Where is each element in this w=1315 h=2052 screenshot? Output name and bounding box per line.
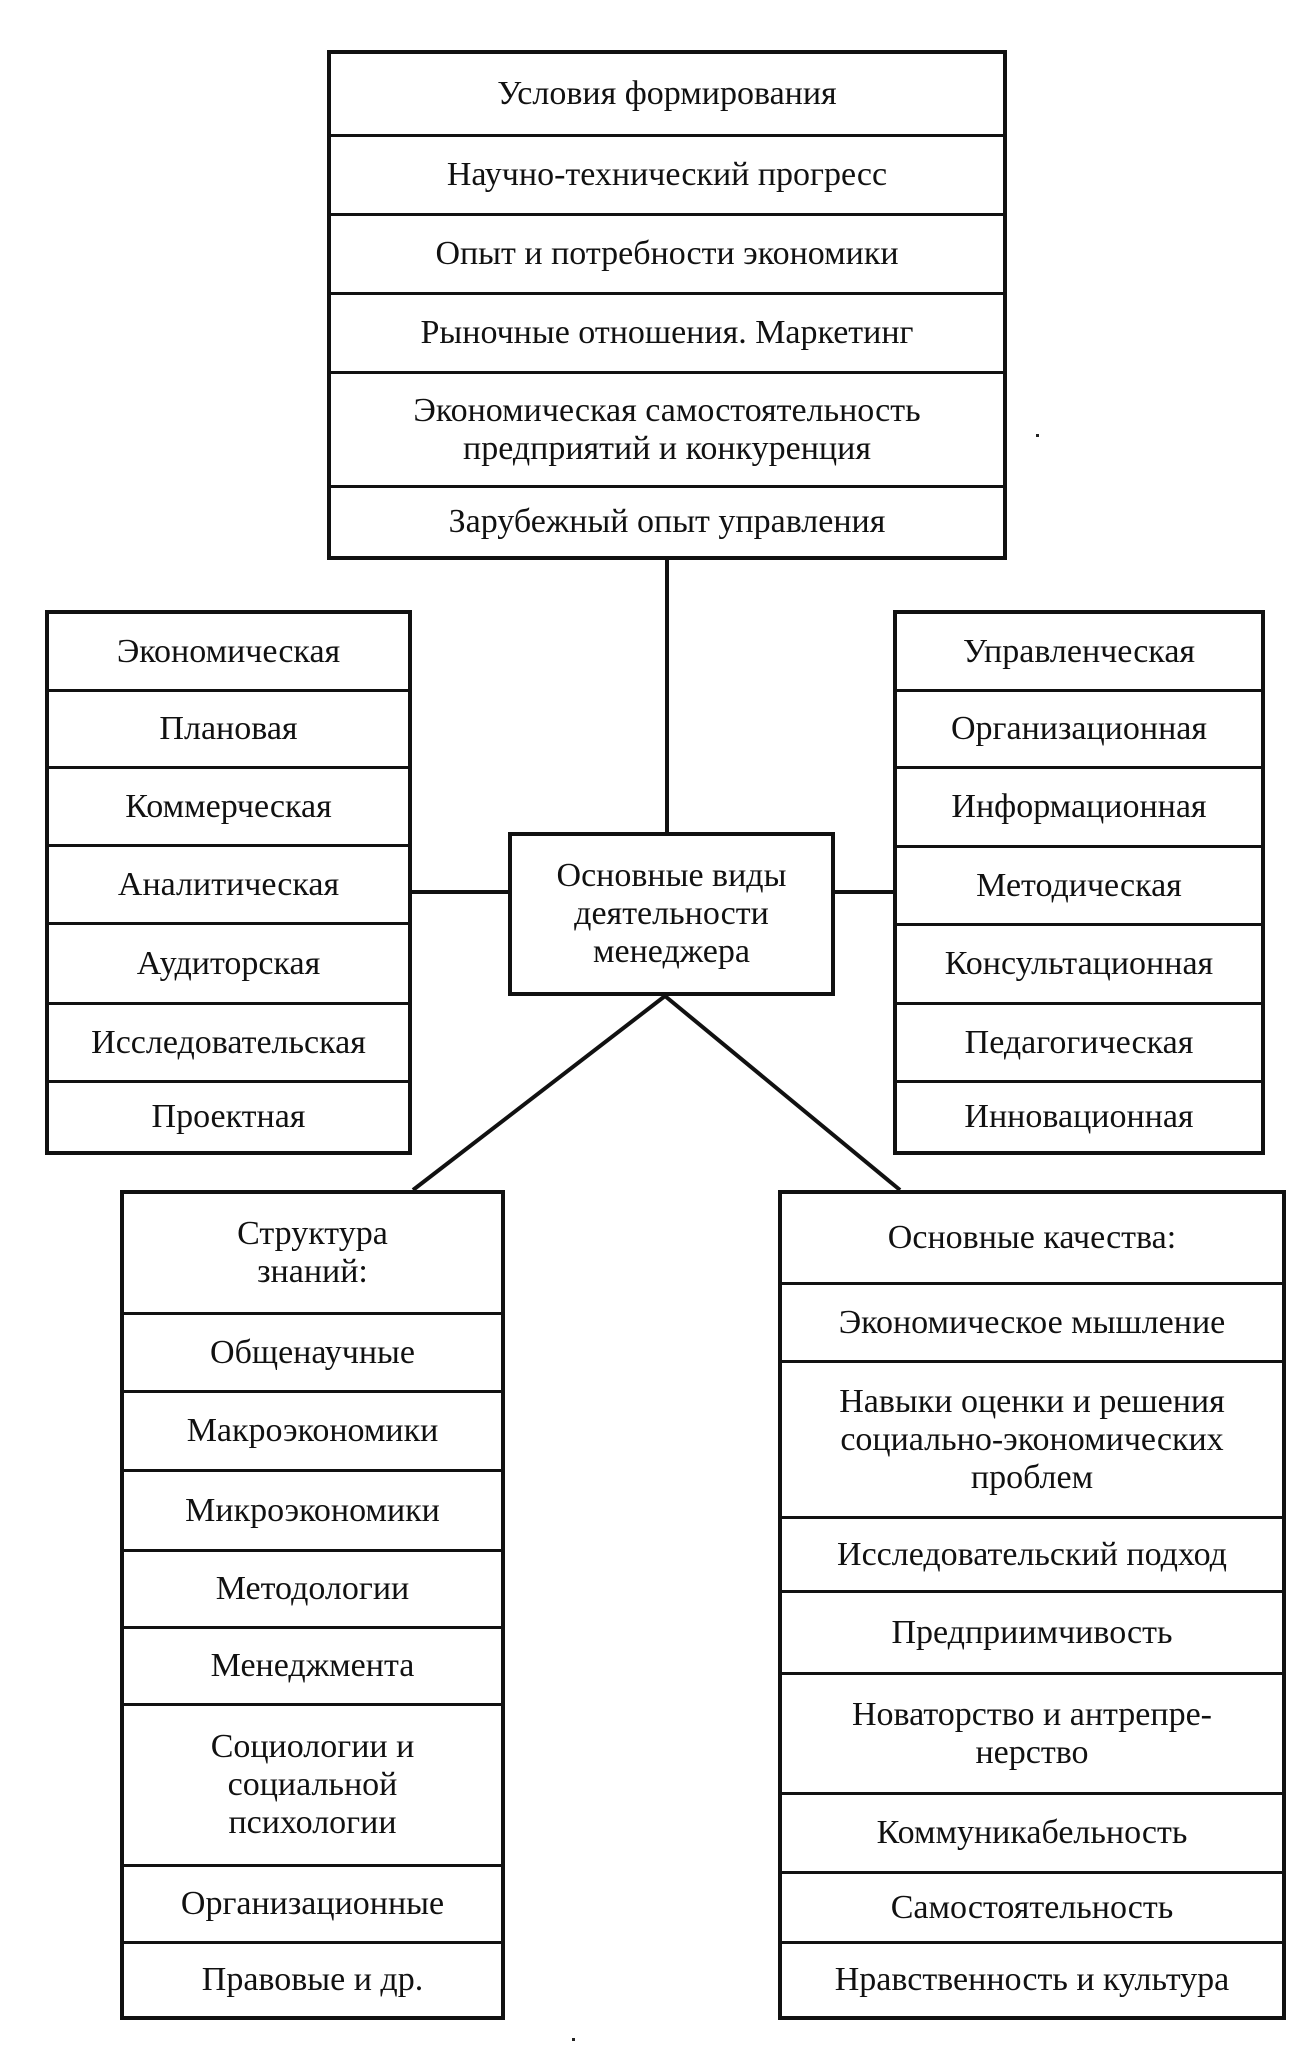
scan-speck — [572, 2038, 575, 2041]
qualities-header: Основные качества: — [887, 1219, 1177, 1256]
activity-item: Исследовательская — [49, 1002, 408, 1080]
activity-item: Коммерческая — [49, 766, 408, 844]
qualities-item: Исследовательский подход — [782, 1516, 1282, 1590]
activity-item: Проектная — [49, 1080, 408, 1151]
knowledge-item: Общенаучные — [124, 1312, 501, 1390]
qualities-item: Коммуникабельность — [782, 1792, 1282, 1871]
activity-item: Плановая — [49, 689, 408, 766]
activity-item: Аналитическая — [49, 844, 408, 922]
qualities-item: Экономическое мышление — [782, 1282, 1282, 1360]
activity-item: Педагогическая — [897, 1002, 1261, 1080]
conditions-item: Опыт и потребности экономики — [331, 213, 1003, 292]
conditions-item: Экономическая самостоятельность предприя… — [331, 371, 1003, 485]
knowledge-item: Социологии и социальной психологии — [124, 1703, 501, 1864]
qualities-box: Основные качества: Экономическое мышлени… — [778, 1190, 1286, 2020]
knowledge-item: Менеджмента — [124, 1626, 501, 1703]
qualities-item: Предприимчивость — [782, 1590, 1282, 1672]
conditions-item: Рыночные отношения. Маркетинг — [331, 292, 1003, 371]
activity-item: Управленческая — [962, 632, 1196, 670]
conditions-item: Научно-технический прогресс — [331, 134, 1003, 213]
activities-right-box: Управленческая Организационная Информаци… — [893, 610, 1265, 1155]
activity-item: Организационная — [897, 689, 1261, 766]
activity-item: Аудиторская — [49, 922, 408, 1002]
activity-item: Методическая — [897, 845, 1261, 923]
connector-bottom-right — [663, 994, 902, 1192]
conditions-box: Условия формирования Научно-технический … — [327, 50, 1007, 560]
activity-item: Консультационная — [897, 923, 1261, 1002]
conditions-item: Зарубежный опыт управления — [331, 485, 1003, 556]
qualities-item: Самостоятельность — [782, 1871, 1282, 1941]
conditions-header: Условия формирования — [497, 75, 837, 112]
activity-item: Экономическая — [116, 632, 341, 670]
knowledge-item: Микроэкономики — [124, 1469, 501, 1549]
activity-item: Инновационная — [897, 1080, 1261, 1151]
qualities-item: Нравственность и культура — [782, 1941, 1282, 2016]
knowledge-header: Структура знаний: — [237, 1215, 388, 1290]
knowledge-item: Организационные — [124, 1864, 501, 1941]
connector-bottom-left — [411, 994, 667, 1192]
knowledge-item: Методологии — [124, 1549, 501, 1626]
qualities-item: Новаторство и антрепре- нерство — [782, 1672, 1282, 1792]
center-box: Основные виды деятельности менеджера — [508, 832, 835, 996]
knowledge-box: Структура знаний: Общенаучные Макроэконо… — [120, 1190, 505, 2020]
activity-item: Информационная — [897, 766, 1261, 845]
qualities-item: Навыки оценки и решения социально-эконом… — [782, 1360, 1282, 1516]
knowledge-item: Макроэкономики — [124, 1390, 501, 1469]
activities-left-box: Экономическая Плановая Коммерческая Анал… — [45, 610, 412, 1155]
scan-speck — [1036, 434, 1039, 437]
knowledge-item: Правовые и др. — [124, 1941, 501, 2016]
